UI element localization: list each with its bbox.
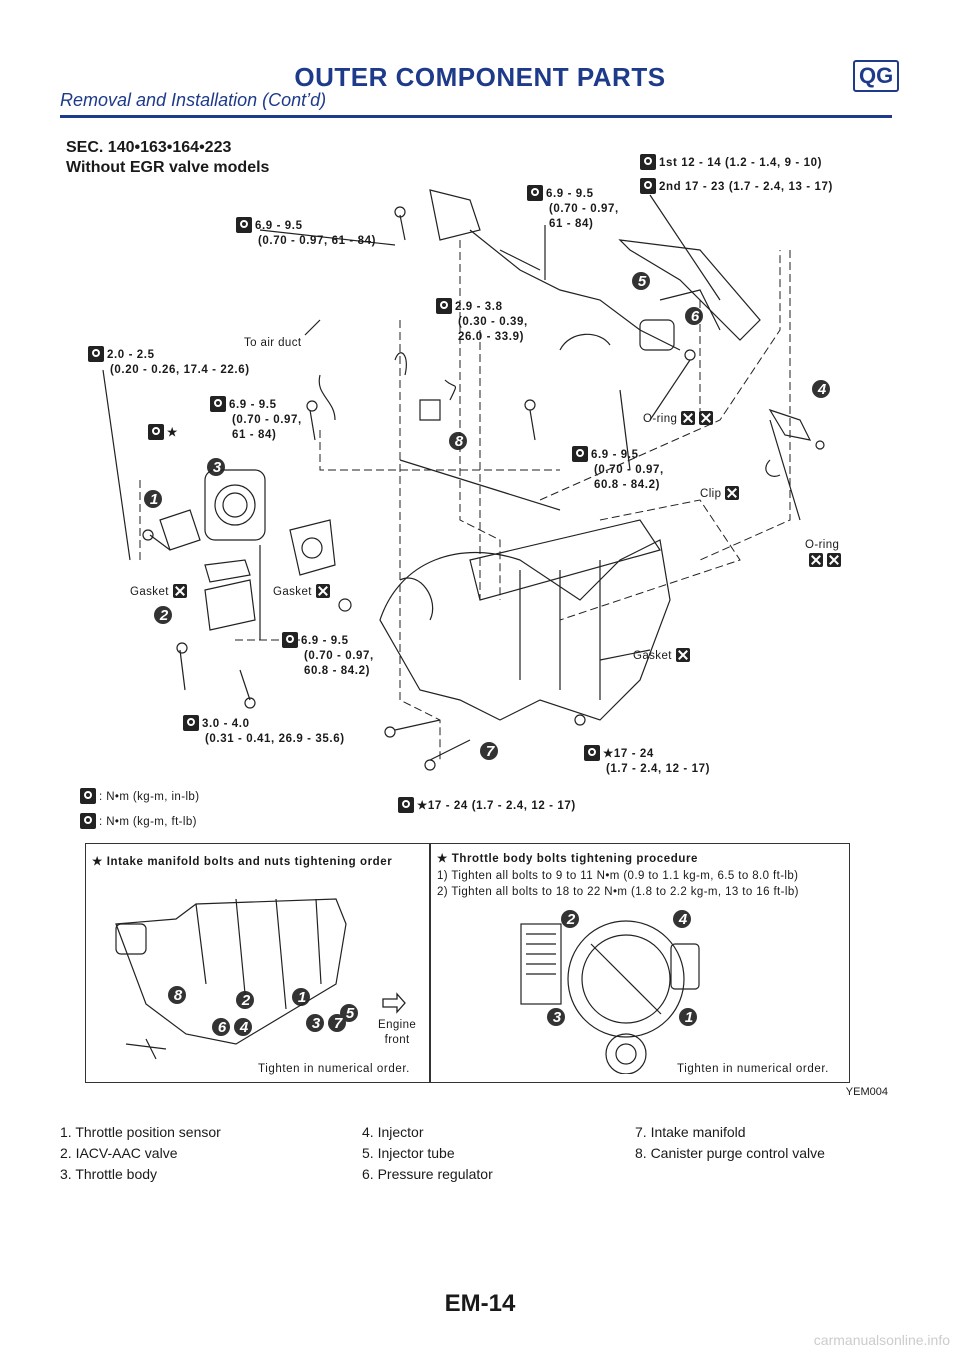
throttle-step-2: 2) Tighten all bolts to 18 to 22 N•m (1.… <box>437 886 799 898</box>
list-item: 4. Injector <box>362 1124 424 1140</box>
figure-code: YEM004 <box>845 1086 888 1098</box>
order-2: 2 <box>234 989 258 1013</box>
parts-legend-col-2: 4. Injector 5. Injector tube 6. Pressure… <box>362 1122 493 1185</box>
callout-1: 1 <box>142 488 166 512</box>
torque-label-fuel-tube-2nd: 2nd 17 - 23 (1.7 - 2.4, 13 - 17) <box>640 178 833 195</box>
list-item: 1. Throttle position sensor <box>60 1124 221 1140</box>
no-reuse-icon <box>699 411 714 425</box>
callout-8: 8 <box>447 430 471 454</box>
no-reuse-icon <box>315 584 330 598</box>
gasket-label-throttle: Gasket <box>130 584 187 600</box>
oring-label-regulator: O-ring <box>643 411 714 427</box>
torque-icon <box>282 632 298 648</box>
engine-badge: QG <box>853 60 900 92</box>
star-torque-throttle: ★ <box>148 424 178 441</box>
torque-label-iacv: 6.9 - 9.5(0.70 - 0.97,60.8 - 84.2) <box>282 632 374 679</box>
parts-legend-col-3: 7. Intake manifold 8. Canister purge con… <box>635 1122 825 1164</box>
replace-icon <box>681 411 696 425</box>
inset-throttle-title: ★ Throttle body bolts tightening procedu… <box>437 853 699 865</box>
section-code: SEC. 140•163•164•223 <box>66 139 232 156</box>
torque-ftlb-icon <box>584 745 600 761</box>
replace-icon <box>809 553 823 567</box>
tb-order-1: 1 <box>677 1006 701 1030</box>
torque-label-manifold-bolts: ★17 - 24 (1.7 - 2.4, 12 - 17) <box>398 797 576 814</box>
torque-label-pressure-regulator: 2.9 - 3.8(0.30 - 0.39,26.0 - 33.9) <box>436 298 528 345</box>
order-7: 7 <box>326 1012 350 1036</box>
gasket-label-manifold: Gasket <box>273 584 330 600</box>
oring-label-injector: O-ring <box>805 538 841 569</box>
manifold-sketch <box>115 898 347 1060</box>
torque-icon <box>88 346 104 362</box>
list-item: 8. Canister purge control valve <box>635 1145 825 1161</box>
torque-icon <box>572 446 588 462</box>
page-title: OUTER COMPONENT PARTS <box>294 62 666 92</box>
no-reuse-icon <box>172 584 187 598</box>
throttle-step-1: 1) Tighten all bolts to 9 to 11 N•m (0.9… <box>437 870 799 882</box>
units-legend-ftlb: : N•m (kg-m, ft-lb) <box>80 813 197 830</box>
order-1: 1 <box>290 986 314 1010</box>
torque-label-manifold-nut: ★17 - 24(1.7 - 2.4, 12 - 17) <box>584 745 710 777</box>
torque-icon <box>236 217 252 233</box>
torque-label-fuel-rail-bolt: 6.9 - 9.5(0.70 - 0.97, 61 - 84) <box>236 217 376 249</box>
callout-4: 4 <box>810 378 834 402</box>
list-item: 3. Throttle body <box>60 1166 158 1182</box>
page-number: EM-14 <box>444 1290 516 1317</box>
section-heading: SEC. 140•163•164•223 Without EGR valve m… <box>66 138 269 178</box>
torque-label-tps: 2.0 - 2.5(0.20 - 0.26, 17.4 - 22.6) <box>88 346 250 378</box>
callout-6: 6 <box>683 305 707 329</box>
inset-manifold-title: ★ Intake manifold bolts and nuts tighten… <box>92 856 393 868</box>
torque-icon <box>210 396 226 412</box>
torque-label-manifold-bolt: 6.9 - 9.5(0.70 - 0.97,60.8 - 84.2) <box>572 446 664 493</box>
torque-ftlb-icon <box>640 178 656 194</box>
torque-icon <box>80 788 96 804</box>
tb-order-3: 3 <box>545 1006 569 1030</box>
engine-front-arrow-icon <box>382 992 406 1014</box>
throttle-body-sketch <box>520 920 700 1074</box>
page-subtitle: Removal and Installation (Cont’d) <box>60 90 327 110</box>
inset-manifold-order: ★ Intake manifold bolts and nuts tighten… <box>85 843 430 1083</box>
torque-ftlb-icon <box>80 813 96 829</box>
inset-manifold-footer: Tighten in numerical order. <box>258 1063 410 1075</box>
units-legend-inlb: : N•m (kg-m, in-lb) <box>80 788 199 805</box>
air-duct-label: To air duct <box>244 337 302 349</box>
section-variant: Without EGR valve models <box>66 159 270 176</box>
inset-throttle-footer: Tighten in numerical order. <box>677 1063 829 1075</box>
list-item: 2. IACV-AAC valve <box>60 1145 178 1161</box>
torque-ftlb-icon <box>148 424 164 440</box>
no-reuse-icon <box>725 486 740 500</box>
torque-label-iacv-bolts: 3.0 - 4.0(0.31 - 0.41, 26.9 - 35.6) <box>183 715 345 747</box>
torque-icon <box>436 298 452 314</box>
torque-ftlb-icon <box>398 797 414 813</box>
gasket-label-head: Gasket <box>633 648 690 664</box>
torque-label-purge-valve: 6.9 - 9.5(0.70 - 0.97,61 - 84) <box>210 396 302 443</box>
clip-label: Clip <box>700 486 740 502</box>
torque-icon <box>183 715 199 731</box>
watermark: carmanualsonline.info <box>813 1332 950 1348</box>
list-item: 7. Intake manifold <box>635 1124 746 1140</box>
callout-7: 7 <box>478 740 502 764</box>
list-item: 6. Pressure regulator <box>362 1166 493 1182</box>
torque-ftlb-icon <box>640 154 656 170</box>
parts-legend-col-1: 1. Throttle position sensor 2. IACV-AAC … <box>60 1122 221 1185</box>
list-item: 5. Injector tube <box>362 1145 455 1161</box>
callout-5: 5 <box>630 270 654 294</box>
exploded-diagram <box>102 189 825 771</box>
order-8: 8 <box>166 984 190 1008</box>
header-rule <box>60 115 892 118</box>
tb-order-2: 2 <box>559 908 583 932</box>
order-6: 6 <box>210 1016 234 1040</box>
torque-label-fuel-damper: 6.9 - 9.5(0.70 - 0.97,61 - 84) <box>527 185 619 232</box>
torque-icon <box>527 185 543 201</box>
inset-throttle-procedure: ★ Throttle body bolts tightening procedu… <box>430 843 850 1083</box>
torque-label-fuel-tube-1st: 1st 12 - 14 (1.2 - 1.4, 9 - 10) <box>640 154 822 171</box>
no-reuse-icon <box>675 648 690 662</box>
order-4: 4 <box>232 1016 256 1040</box>
no-reuse-icon <box>827 553 841 567</box>
order-3: 3 <box>304 1012 328 1036</box>
callout-3: 3 <box>205 456 229 480</box>
tb-order-4: 4 <box>671 908 695 932</box>
callout-2: 2 <box>152 604 176 628</box>
